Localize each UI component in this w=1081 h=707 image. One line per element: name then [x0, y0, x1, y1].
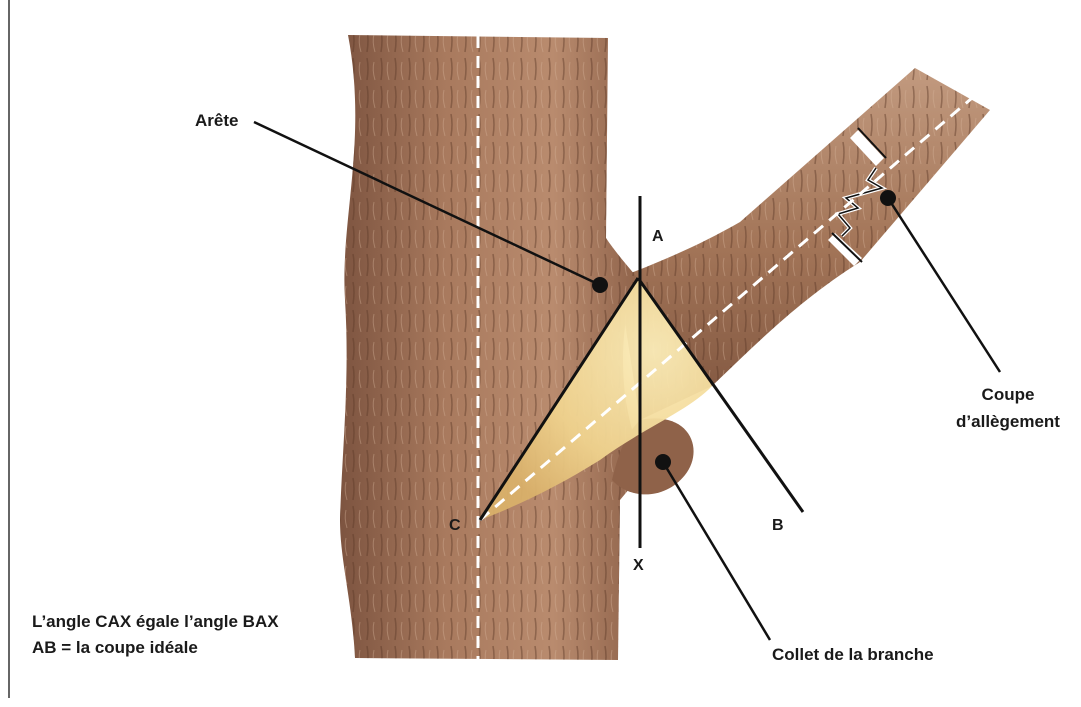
point-B-label: B: [772, 517, 784, 534]
arete-label: Arête: [195, 111, 238, 130]
caption-line-1: L’angle CAX égale l’angle BAX: [32, 612, 279, 631]
point-A-label: A: [652, 228, 664, 245]
point-X-label: X: [633, 557, 644, 574]
coupe-label-line2: d’allègement: [956, 412, 1060, 431]
point-C-label: C: [449, 517, 461, 534]
collet-label: Collet de la branche: [772, 645, 934, 664]
coupe-label-line1: Coupe: [982, 385, 1035, 404]
caption-line-2: AB = la coupe idéale: [32, 638, 198, 657]
